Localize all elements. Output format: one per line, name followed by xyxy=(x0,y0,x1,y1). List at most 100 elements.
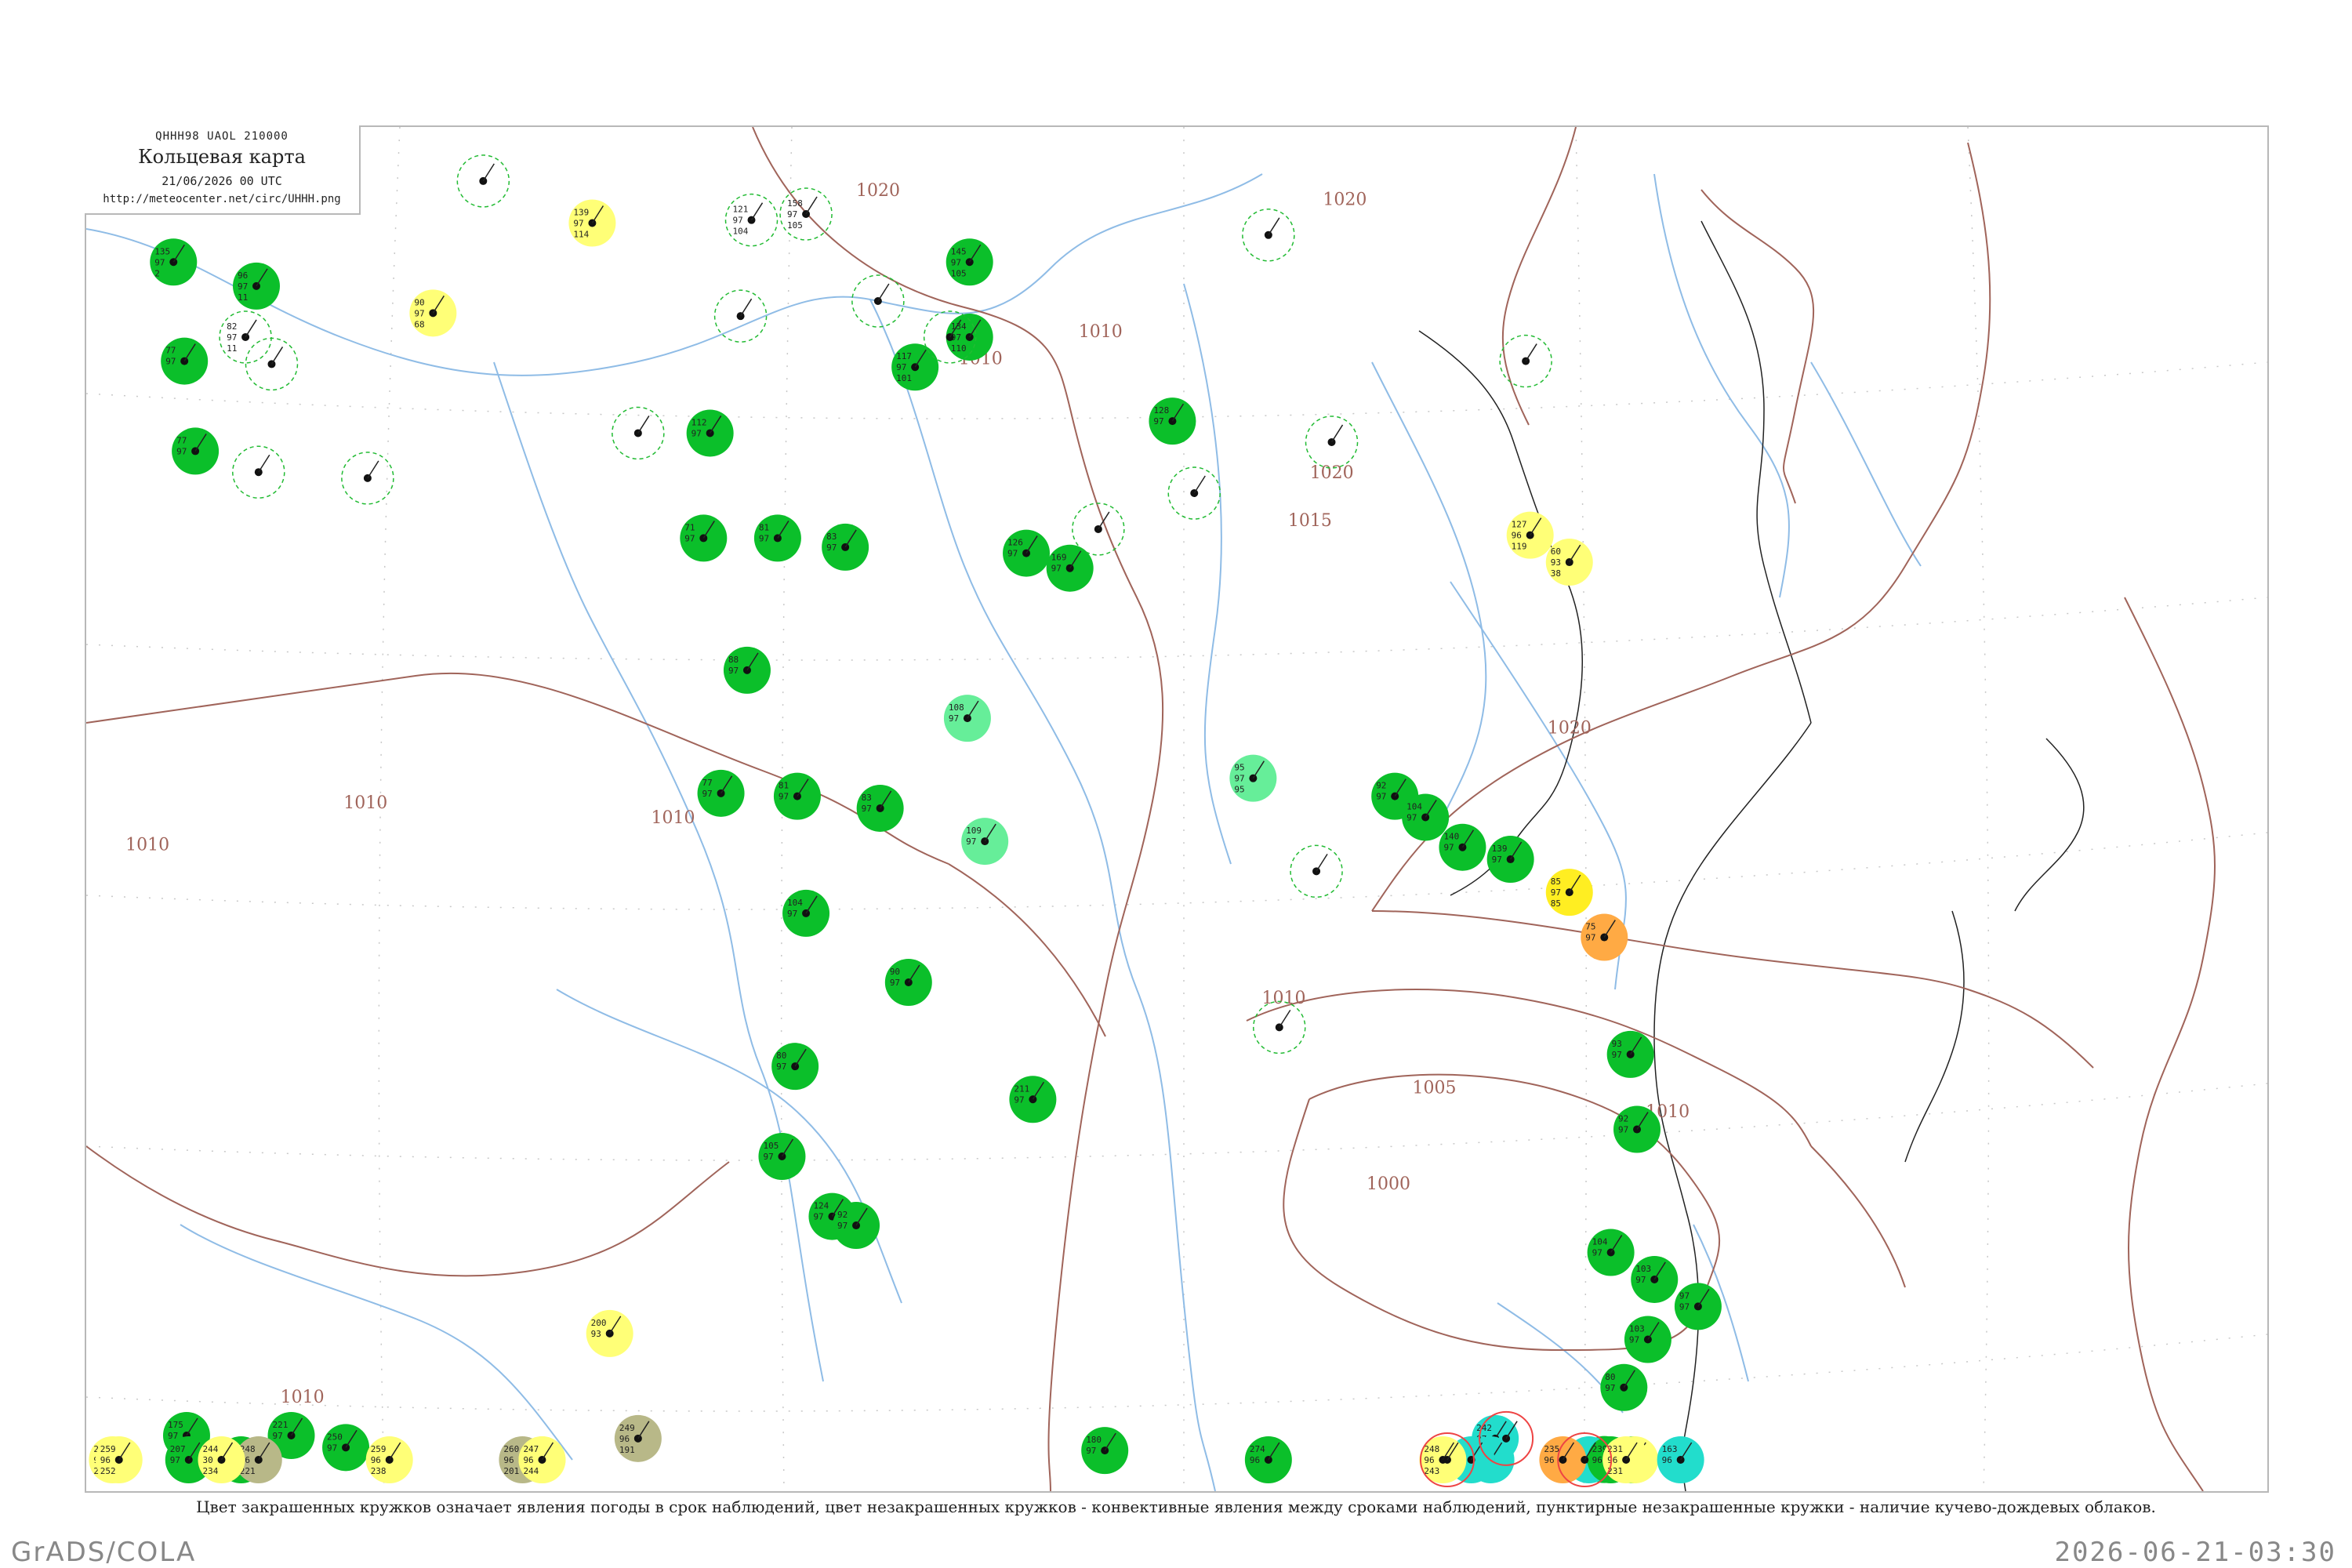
station-marker[interactable] xyxy=(851,274,905,328)
station-temperature: 90 xyxy=(890,967,900,977)
cumulonimbus-ring xyxy=(779,187,833,241)
source-url[interactable]: http://meteocenter.net/circ/UHHH.png xyxy=(103,193,341,205)
station-marker[interactable] xyxy=(1479,1410,1534,1466)
wind-barb xyxy=(1268,1442,1280,1461)
station-visibility: 97 xyxy=(1612,1050,1622,1060)
station-marker[interactable] xyxy=(713,289,768,343)
wind-barb xyxy=(710,416,722,434)
station-dewpoint: 221 xyxy=(240,1466,256,1476)
station-marker[interactable] xyxy=(1167,466,1221,520)
station-marker[interactable] xyxy=(456,154,510,208)
wind-barb xyxy=(290,1417,303,1436)
wind-barb xyxy=(805,895,818,914)
wind-barb xyxy=(1193,475,1206,494)
station-marker[interactable] xyxy=(1419,1432,1475,1487)
station-marker[interactable] xyxy=(612,406,665,460)
station-marker[interactable] xyxy=(232,445,285,499)
station-temperature: 83 xyxy=(826,532,837,542)
isobar-label: 1020 xyxy=(856,181,900,201)
map-date: 21/06/2026 00 UTC xyxy=(162,174,282,188)
station-marker[interactable] xyxy=(341,452,394,505)
station-marker[interactable] xyxy=(245,337,299,391)
station-marker[interactable] xyxy=(1290,844,1343,898)
station-visibility: 97 xyxy=(1585,933,1595,943)
generation-timestamp: 2026-06-21-03:30 xyxy=(2054,1537,2336,1568)
station-marker[interactable] xyxy=(923,310,977,364)
station-marker[interactable] xyxy=(1242,209,1295,262)
wind-barb xyxy=(746,652,759,671)
station-temperature: 92 xyxy=(837,1210,848,1220)
wind-barb xyxy=(1562,1442,1575,1461)
station-marker[interactable] xyxy=(1253,1000,1306,1054)
wind-barb xyxy=(637,1421,650,1439)
rivers xyxy=(86,173,1922,1491)
station-marker[interactable] xyxy=(1499,334,1552,388)
station-marker[interactable] xyxy=(1305,416,1359,469)
station-visibility: 97 xyxy=(728,666,739,676)
station-marker[interactable] xyxy=(1072,503,1125,556)
station-marker[interactable] xyxy=(1557,1432,1613,1487)
